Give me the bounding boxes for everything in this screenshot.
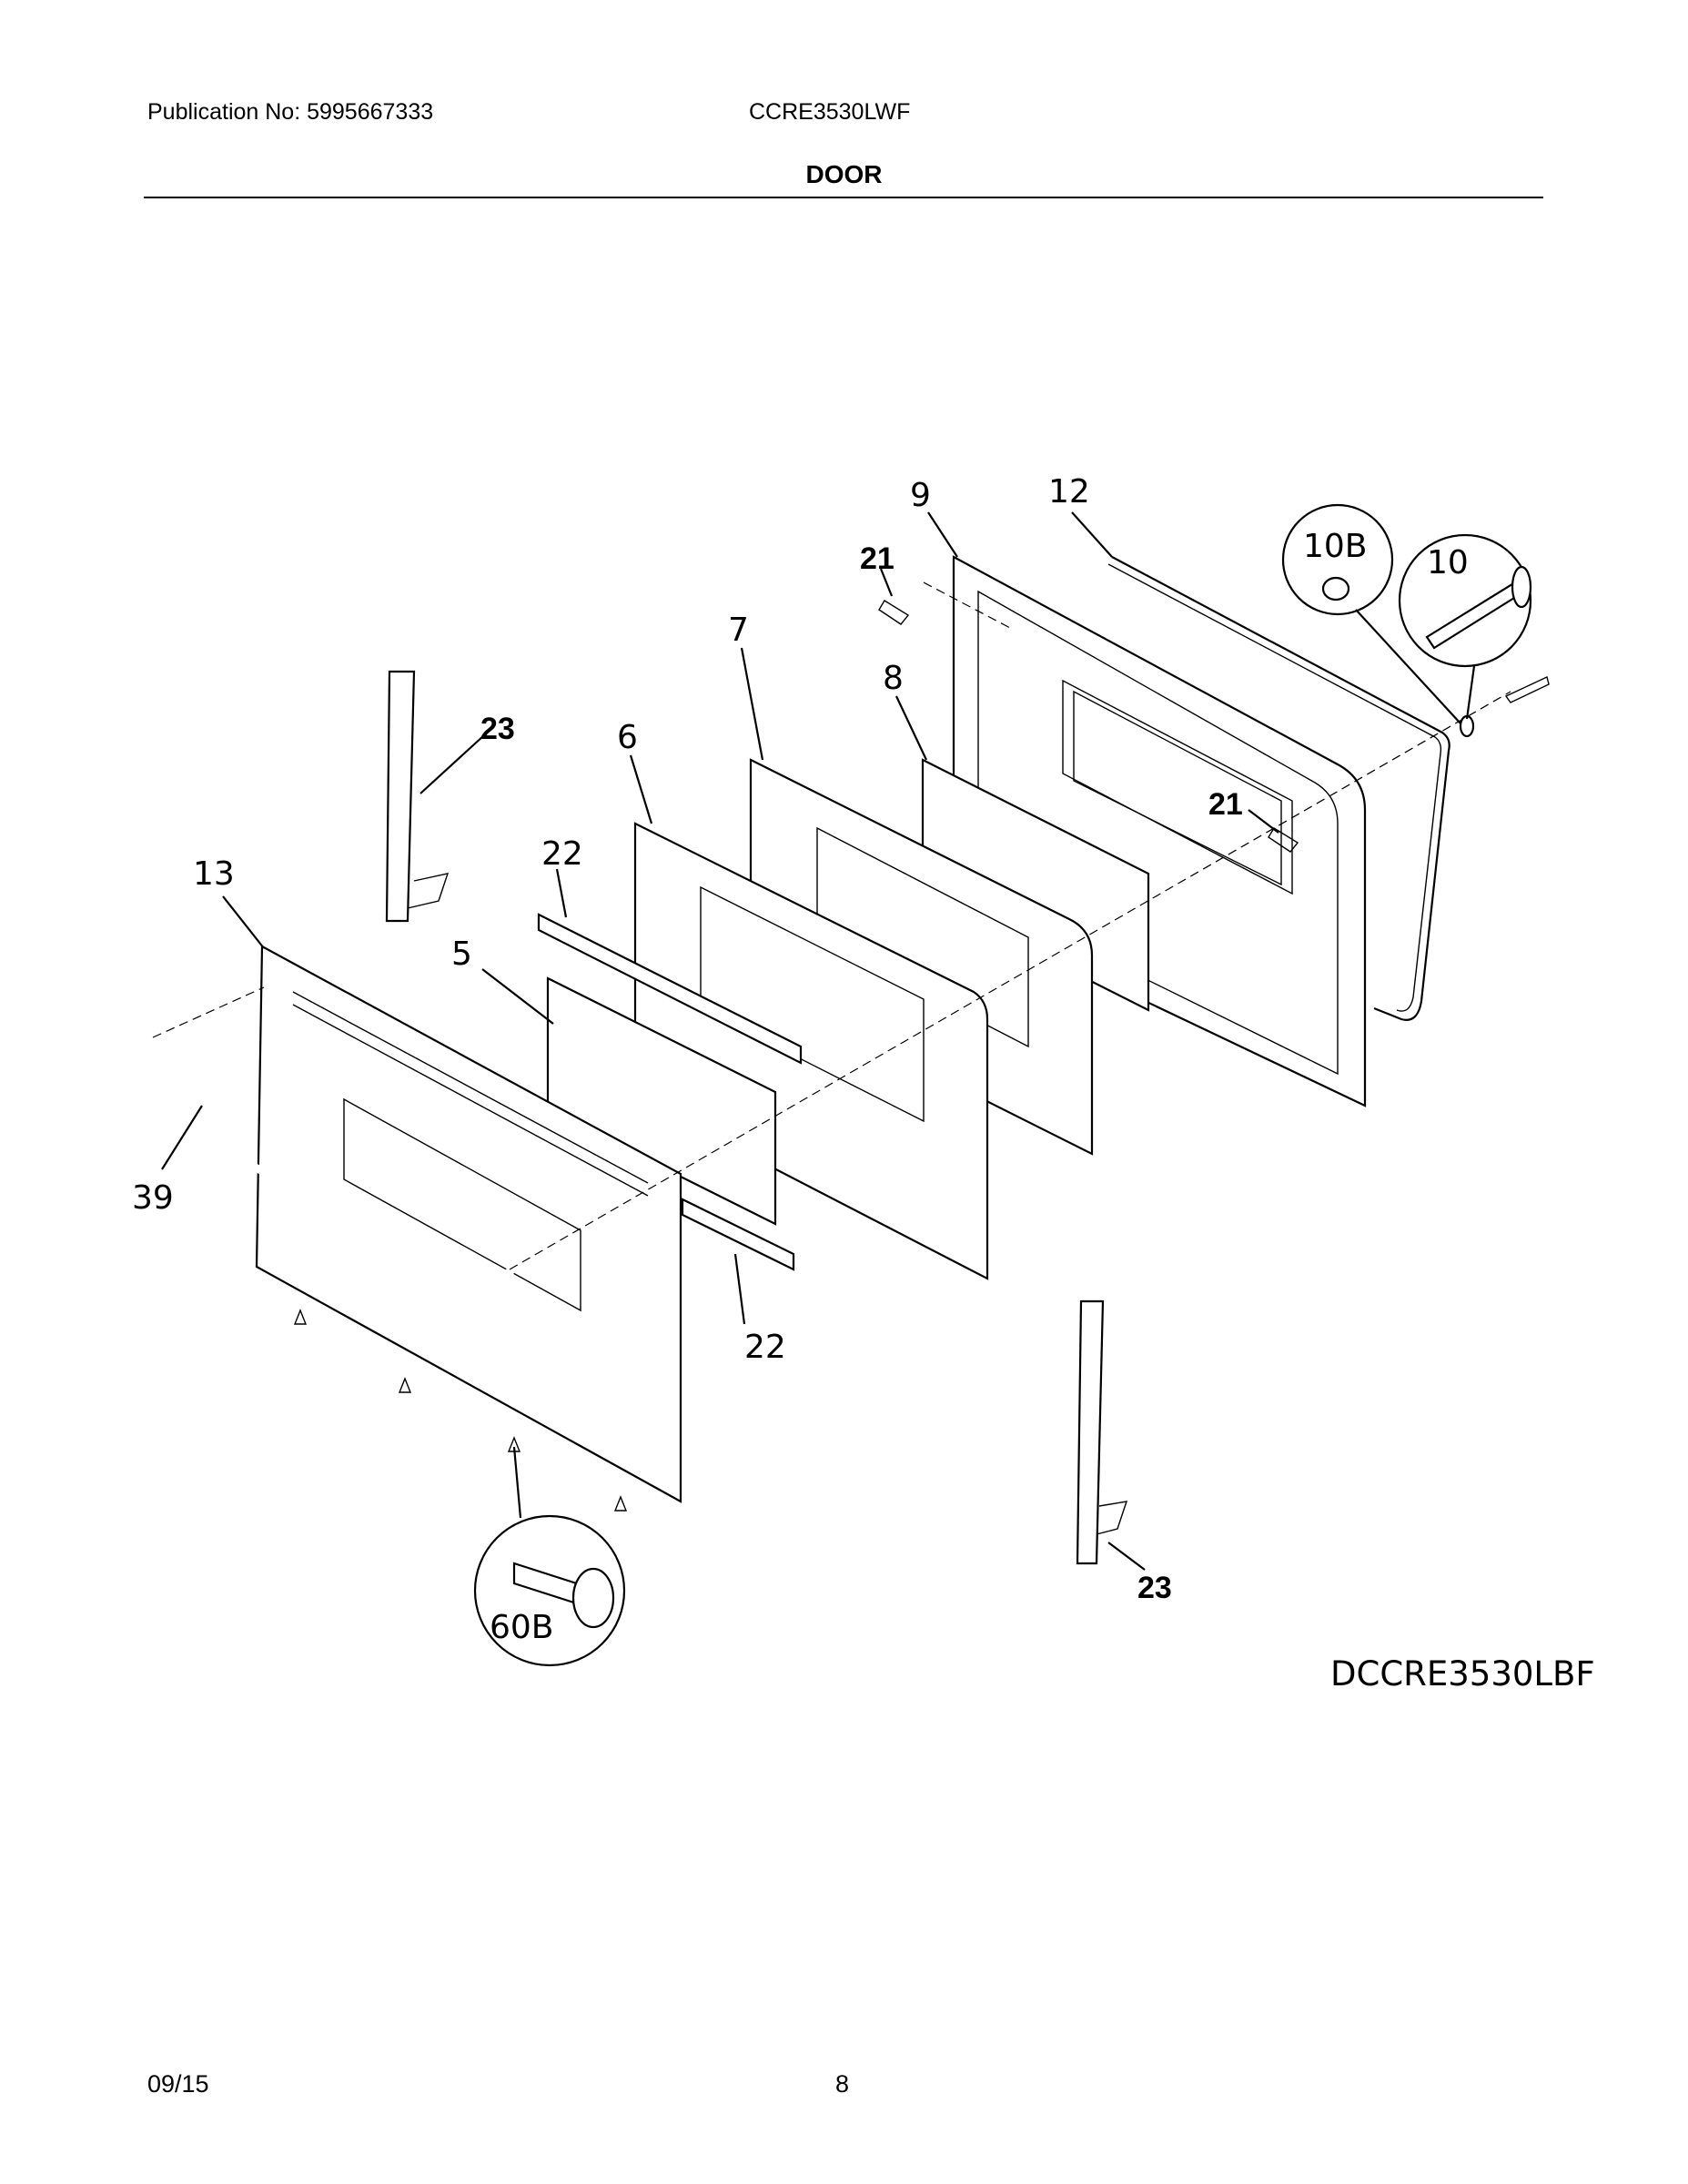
callout-5: 5 [451, 935, 472, 973]
callout-23-upper: 23 [480, 712, 515, 746]
callout-21-upper: 21 [860, 541, 895, 576]
assembly-lines [152, 581, 1511, 1270]
door-gasket-part [1107, 556, 1450, 1021]
footer-date: 09/15 [147, 2070, 209, 2098]
diagram-code: DCCRE3530LBF [1330, 1654, 1595, 1694]
detail-10b-washer [1281, 503, 1461, 724]
leader-lines [161, 511, 1279, 1571]
outer-glass-part [546, 976, 777, 1226]
callout-22-upper: 22 [541, 835, 583, 873]
callout-12: 12 [1048, 473, 1090, 511]
door-hinge-upper-part [385, 670, 450, 923]
section-title: DOOR [805, 160, 883, 188]
callout-39: 39 [132, 1179, 174, 1217]
callout-13: 13 [193, 855, 235, 893]
callout-10b: 10B [1303, 528, 1368, 565]
outer-door-panel-part [255, 945, 682, 1503]
bracket-upper-part [878, 600, 910, 625]
callout-60b: 60B [490, 1609, 554, 1646]
detail-60b-screw [473, 1446, 626, 1667]
inner-door-liner-part [952, 555, 1367, 1107]
bracket-lower-part [1268, 827, 1299, 853]
publication-number: Publication No: 5995667333 [147, 99, 434, 125]
door-insulation-part [749, 758, 1094, 1156]
door-channel-upper-part [537, 913, 803, 1065]
door-hinge-lower-part [1076, 1299, 1128, 1565]
callout-10: 10 [1427, 544, 1469, 581]
door-channel-lower-part [681, 1198, 795, 1271]
bolt-part [1504, 676, 1550, 703]
callout-9: 9 [910, 477, 931, 514]
door-frame-part [633, 822, 989, 1280]
callout-7: 7 [728, 612, 749, 649]
callout-22-lower: 22 [744, 1329, 786, 1366]
callout-23-lower: 23 [1137, 1571, 1172, 1605]
footer-page-number: 8 [835, 2070, 850, 2098]
model-number: CCRE3530LWF [749, 99, 911, 125]
detail-10-bolt [1398, 533, 1532, 720]
header-rule [144, 197, 1543, 198]
callout-8: 8 [883, 660, 904, 697]
callout-21-lower: 21 [1208, 787, 1243, 822]
callout-6: 6 [617, 719, 638, 756]
